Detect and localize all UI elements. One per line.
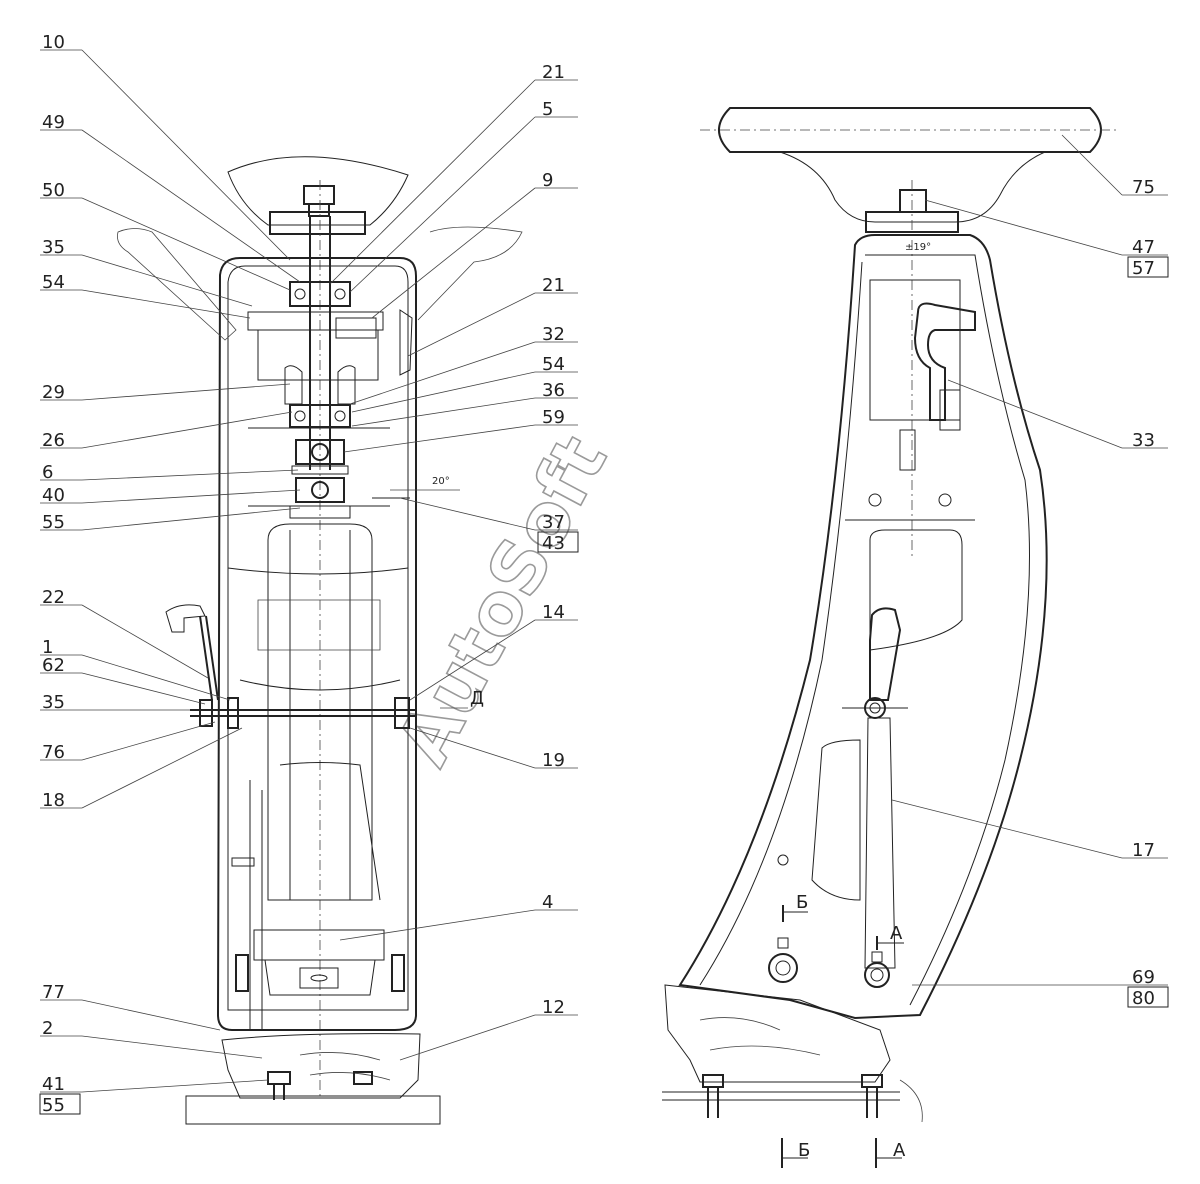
callout-35-mid: 35 (42, 692, 65, 713)
callout-36: 36 (542, 380, 565, 401)
callout-62: 62 (42, 655, 65, 676)
section-d-label: Д (470, 688, 484, 709)
callout-5: 5 (542, 99, 553, 120)
annotations: 20° ±19° Д Б А Б А (390, 242, 931, 1161)
callout-77: 77 (42, 982, 65, 1003)
callout-29: 29 (42, 382, 65, 403)
callout-9: 9 (542, 170, 553, 191)
callout-21-mid: 21 (542, 275, 565, 296)
front-section-view (117, 156, 523, 1125)
side-callouts: 75 47 57 33 17 69 80 (1127, 177, 1169, 1009)
callout-76: 76 (42, 742, 65, 763)
watermark-text: AutoSoft (381, 423, 623, 778)
callout-32: 32 (542, 324, 565, 345)
callout-40: 40 (42, 485, 65, 506)
left-callouts: 10 49 50 35 54 29 26 6 40 55 22 1 62 35 … (39, 32, 81, 1116)
callout-6: 6 (42, 462, 53, 483)
callout-43: 43 (542, 533, 565, 554)
callout-57: 57 (1132, 258, 1155, 279)
watermark: AutoSoft (380, 422, 624, 779)
callout-4: 4 (542, 892, 553, 913)
callout-1: 1 (42, 637, 53, 658)
callout-80: 80 (1132, 988, 1155, 1009)
callout-10: 10 (42, 32, 65, 53)
callout-37: 37 (542, 512, 565, 533)
right-callouts: 21 5 9 21 32 54 36 59 37 43 14 19 4 12 (537, 62, 579, 1018)
leader-lines (40, 49, 1168, 1093)
callout-22: 22 (42, 587, 65, 608)
callout-47: 47 (1132, 237, 1155, 258)
section-a-bottom: А (893, 1140, 906, 1161)
angle-20-label: 20° (432, 476, 450, 487)
callout-21-top: 21 (542, 62, 565, 83)
callout-55-upper: 55 (42, 512, 65, 533)
section-b-mark: Б (796, 892, 808, 913)
angle-19-label: ±19° (905, 242, 931, 253)
callout-49: 49 (42, 112, 65, 133)
callout-26: 26 (42, 430, 65, 451)
section-a-mark: А (890, 923, 903, 944)
callout-19: 19 (542, 750, 565, 771)
callout-33: 33 (1132, 430, 1155, 451)
callout-18: 18 (42, 790, 65, 811)
callout-55-lower: 55 (42, 1095, 65, 1116)
section-b-bottom: Б (798, 1140, 810, 1161)
callout-12: 12 (542, 997, 565, 1018)
callout-17: 17 (1132, 840, 1155, 861)
callout-14: 14 (542, 602, 565, 623)
callout-54-right: 54 (542, 354, 565, 375)
callout-69: 69 (1132, 967, 1155, 988)
side-view (662, 107, 1120, 1168)
callout-2: 2 (42, 1018, 53, 1039)
callout-50: 50 (42, 180, 65, 201)
callout-35-top: 35 (42, 237, 65, 258)
callout-75: 75 (1132, 177, 1155, 198)
callout-59: 59 (542, 407, 565, 428)
callout-54-left: 54 (42, 272, 65, 293)
callout-41: 41 (42, 1074, 65, 1095)
